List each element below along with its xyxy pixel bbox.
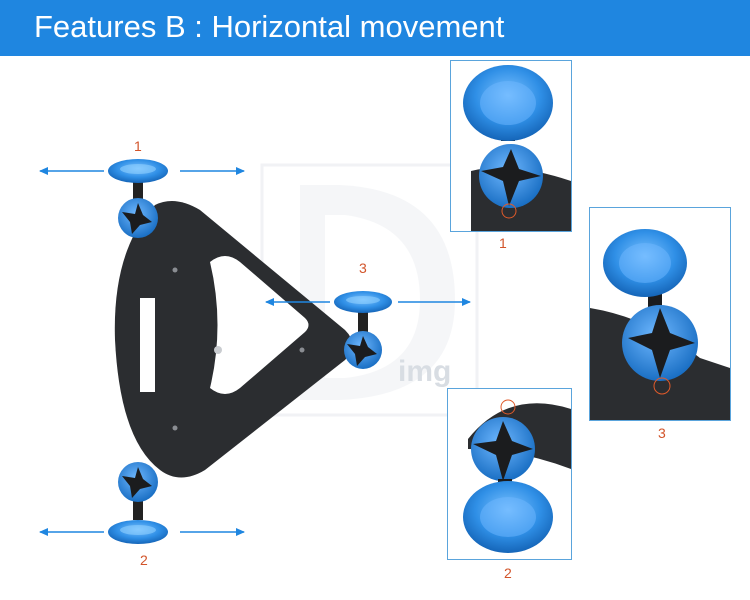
detail-view-wheel-2 (447, 388, 572, 560)
label-wheel-2: 2 (140, 552, 148, 568)
detail-3-illustration (590, 229, 730, 420)
label-wheel-1: 1 (134, 138, 142, 154)
dolly-plate (114, 201, 353, 478)
header-banner: Features B : Horizontal movement (0, 0, 750, 56)
movement-arrows (39, 167, 471, 536)
page-title: Features B : Horizontal movement (34, 9, 505, 44)
detail-view-wheel-1 (450, 60, 572, 232)
detail-1-caption: 1 (499, 235, 507, 251)
detail-2-caption: 2 (504, 565, 512, 581)
dolly-illustration (39, 159, 479, 544)
label-wheel-3: 3 (359, 260, 367, 276)
wheel-3 (334, 291, 392, 369)
wheel-2 (108, 462, 168, 544)
detail-2-illustration (463, 399, 571, 553)
watermark-text: img (398, 355, 452, 388)
detail-1-illustration (463, 65, 571, 231)
detail-3-caption: 3 (658, 425, 666, 441)
wheel-1 (108, 159, 168, 238)
detail-view-wheel-3 (589, 207, 731, 421)
